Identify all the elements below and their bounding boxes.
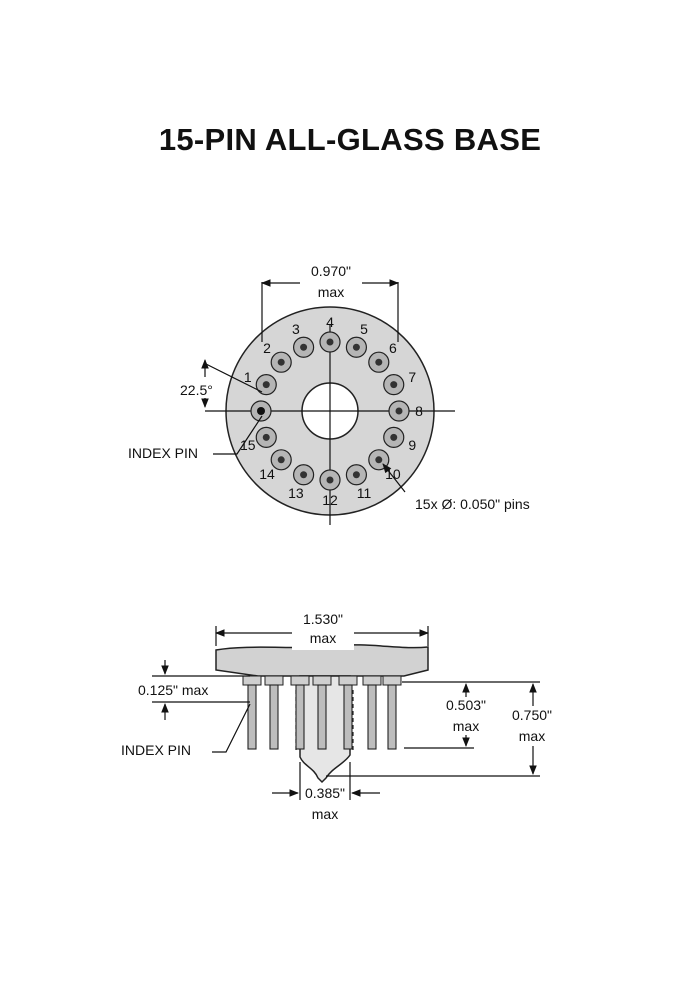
- pin-10-center: [375, 456, 383, 464]
- pins-note: 15x Ø: 0.050" pins: [415, 496, 530, 512]
- tip-value: 0.385": [305, 785, 345, 801]
- side-pin-collar: [382, 675, 402, 686]
- tip-qualifier: max: [312, 806, 338, 822]
- angle-label: 22.5°: [180, 382, 213, 398]
- side-pin-collar: [242, 675, 262, 686]
- index-pin-leader: [213, 415, 263, 455]
- pin-number-3: 3: [292, 321, 300, 337]
- side-pin-collar: [362, 675, 382, 686]
- pin-length-value: 0.503": [446, 697, 486, 713]
- pin-1-center: [262, 381, 270, 389]
- side-view: 1.530" max 0.125" max INDEX PIN 0.503" m…: [121, 610, 562, 822]
- diameter-qualifier: max: [318, 284, 344, 300]
- pin-5-center: [352, 343, 360, 351]
- pin-13-center: [300, 471, 308, 479]
- pin-8-center: [395, 407, 403, 415]
- pin-number-6: 6: [389, 340, 397, 356]
- side-pin: [343, 684, 353, 750]
- pin-3-center: [300, 343, 308, 351]
- pin-11-center: [352, 471, 360, 479]
- side-pin: [367, 684, 377, 750]
- pin-number-9: 9: [408, 437, 416, 453]
- pin-number-12: 12: [322, 492, 338, 508]
- side-pin-collar: [338, 675, 358, 686]
- pin-number-8: 8: [415, 403, 423, 419]
- width-qualifier: max: [310, 630, 336, 646]
- side-pin: [269, 684, 279, 750]
- pin-7-center: [390, 381, 398, 389]
- pin-number-7: 7: [408, 369, 416, 385]
- side-pin: [295, 684, 305, 750]
- diagram-title: 15-PIN ALL-GLASS BASE: [158, 122, 542, 157]
- pin-number-1: 1: [244, 369, 252, 385]
- pin-14-center: [277, 456, 285, 464]
- side-pin: [247, 684, 257, 750]
- pin-6-center: [375, 358, 383, 366]
- pin-2-center: [277, 358, 285, 366]
- diameter-value: 0.970": [311, 263, 351, 279]
- index-pin-label: INDEX PIN: [128, 445, 198, 461]
- angle-ray: [203, 362, 263, 393]
- total-length-qualifier: max: [519, 728, 545, 744]
- index-pin-center: [257, 407, 265, 415]
- pin-4-center: [326, 338, 334, 346]
- pin-number-13: 13: [288, 485, 304, 501]
- side-pin-collar: [312, 675, 332, 686]
- pin-number-4: 4: [326, 314, 334, 330]
- pin-number-5: 5: [360, 321, 368, 337]
- side-index-pin-leader: [212, 703, 251, 753]
- side-pin: [387, 684, 397, 750]
- pin-number-14: 14: [259, 466, 275, 482]
- pins-note-leader: [382, 463, 406, 493]
- side-pin: [317, 684, 327, 750]
- pin-9-center: [390, 433, 398, 441]
- width-value: 1.530": [303, 611, 343, 627]
- pin-number-11: 11: [357, 485, 372, 501]
- side-pins: [242, 675, 402, 750]
- seal-value: 0.125" max: [138, 682, 208, 698]
- pin-number-10: 10: [385, 466, 401, 482]
- side-index-pin-label: INDEX PIN: [121, 742, 191, 758]
- pin-15-center: [262, 433, 270, 441]
- pin-number-2: 2: [263, 340, 271, 356]
- pin-length-qualifier: max: [453, 718, 479, 734]
- side-pin-collar: [290, 675, 310, 686]
- pin-12-center: [326, 476, 334, 484]
- pin-number-15: 15: [240, 437, 256, 453]
- total-length-value: 0.750": [512, 707, 552, 723]
- side-pin-collar: [264, 675, 284, 686]
